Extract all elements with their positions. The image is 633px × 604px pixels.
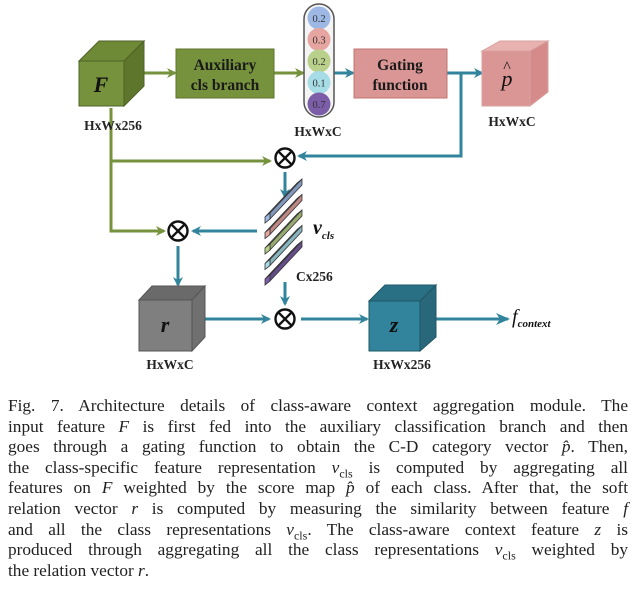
score-value: 0.7 bbox=[312, 100, 325, 111]
multiply-operator-1 bbox=[274, 147, 296, 169]
math-symbol: v bbox=[286, 519, 294, 539]
math-subscript: cls bbox=[502, 548, 516, 563]
score-value: 0.1 bbox=[312, 79, 325, 90]
caption-line: the relation vector r. bbox=[8, 560, 150, 580]
vcls-bar bbox=[264, 224, 303, 271]
p-hat-label: p bbox=[500, 66, 513, 91]
r-dim: HxWxC bbox=[146, 357, 193, 372]
feature-F-dim: HxWx256 bbox=[84, 118, 142, 133]
score-value: 0.3 bbox=[312, 36, 325, 47]
z-dim: HxWx256 bbox=[373, 357, 431, 372]
z-label: z bbox=[389, 312, 399, 337]
vcls-label: vcls bbox=[313, 217, 334, 242]
math-symbol: r bbox=[131, 498, 139, 518]
auxiliary-cls-branch-box: Auxiliary cls branch bbox=[175, 48, 275, 99]
caption-line: the class-specific feature representatio… bbox=[8, 457, 628, 481]
f-context-label: fcontext bbox=[512, 306, 552, 330]
caption-line: and all the class representations vcls. … bbox=[8, 519, 628, 543]
math-symbol: p̂ bbox=[346, 478, 355, 498]
math-symbol: v bbox=[331, 457, 340, 477]
r-label: r bbox=[161, 312, 170, 337]
p-hat-accent: ^ bbox=[503, 59, 511, 76]
vcls-subscript: cls bbox=[322, 230, 334, 242]
math-symbol: F bbox=[101, 478, 113, 498]
vcls-bar bbox=[264, 193, 303, 240]
feature-F-label: F bbox=[93, 72, 109, 97]
context-cube-z: z bbox=[367, 283, 438, 353]
score-value: 0.2 bbox=[312, 14, 325, 25]
relation-cube-r: r bbox=[137, 284, 207, 353]
math-symbol: f bbox=[623, 498, 628, 518]
caption-line: Fig. 7. Architecture details of class-aw… bbox=[8, 396, 628, 415]
caption-line: relation vector r is computed by measuri… bbox=[8, 498, 628, 518]
aux-label-line2: cls branch bbox=[191, 77, 260, 94]
arrow-f-to-multiply-2 bbox=[109, 161, 166, 236]
arrow-f-to-multiply-1 bbox=[109, 108, 272, 166]
score-slot bbox=[307, 49, 331, 73]
math-symbol: v bbox=[494, 540, 503, 560]
class-representations-vcls bbox=[264, 177, 303, 286]
vcls-dim: Cx256 bbox=[296, 269, 333, 284]
gating-function-box: Gating function bbox=[353, 48, 448, 99]
vcls-bar bbox=[264, 177, 303, 224]
feature-cube-F: F bbox=[77, 39, 146, 108]
caption-line: produced through aggregating all the cla… bbox=[8, 540, 628, 563]
math-symbol: r bbox=[138, 560, 145, 580]
math-symbol: z bbox=[594, 519, 602, 539]
architecture-diagram: F HxWx256 Auxiliary cls branch 0.20.30.2… bbox=[77, 3, 552, 372]
math-subscript: cls bbox=[293, 528, 308, 543]
vcls-bar bbox=[264, 239, 303, 286]
score-slot bbox=[307, 6, 331, 30]
vcls-bar bbox=[264, 208, 303, 255]
caption-line: input feature F is first fed into the au… bbox=[8, 416, 628, 436]
score-vector-dim: HxWxC bbox=[294, 124, 341, 139]
aux-label-line1: Auxiliary bbox=[194, 57, 257, 74]
math-symbol: p̂ bbox=[561, 437, 571, 457]
figure-caption: Fig. 7. Architecture details of class-aw… bbox=[8, 396, 628, 581]
caption-line: features on F weighted by the score map … bbox=[8, 478, 629, 498]
multiply-operator-3 bbox=[274, 308, 296, 330]
score-vector: 0.2 0.3 0.2 0.1 0.7 bbox=[303, 3, 335, 118]
caption-line: goes through a gating function to obtain… bbox=[8, 437, 629, 457]
gating-label-line2: function bbox=[372, 77, 428, 94]
arrow-phat-to-multiply-1 bbox=[297, 73, 463, 161]
p-hat-dim: HxWxC bbox=[488, 114, 535, 129]
math-subscript: cls bbox=[339, 466, 353, 481]
score-slot bbox=[307, 71, 331, 94]
score-slot bbox=[307, 28, 331, 51]
score-slot bbox=[307, 92, 331, 116]
math-symbol: F bbox=[118, 416, 130, 436]
gating-label-line1: Gating bbox=[377, 57, 423, 74]
score-value: 0.2 bbox=[312, 57, 325, 68]
f-context-subscript: context bbox=[518, 318, 552, 330]
score-map-cube-p-hat: p ^ bbox=[480, 40, 550, 108]
multiply-operator-2 bbox=[167, 220, 189, 242]
